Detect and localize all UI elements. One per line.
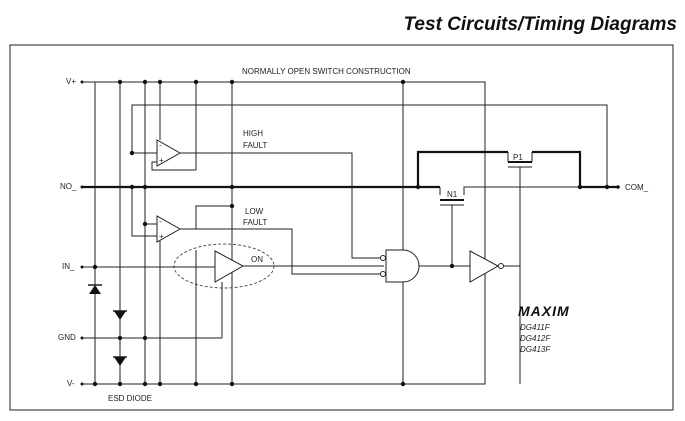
- junction-dot: [129, 184, 135, 190]
- esd-diode-label: ESD DIODE: [108, 394, 152, 403]
- high-comparator-plus-sign: +: [159, 156, 164, 165]
- junction-dot: [142, 79, 148, 85]
- junction-dot: [157, 381, 163, 387]
- part-number-1: DG411F: [520, 323, 551, 332]
- com-feedback-line: [131, 104, 608, 187]
- nand-input-bubble-bottom: [380, 271, 386, 277]
- junction-dot: [229, 381, 235, 387]
- low-label: LOW: [245, 207, 264, 216]
- part-number-3: DG413F: [520, 345, 551, 354]
- junction-dot: [604, 184, 610, 190]
- p1-channel-path: [416, 150, 508, 187]
- high-label: HIGH: [243, 129, 263, 138]
- pin-label-vminus: V-: [67, 379, 75, 388]
- junction-dot: [92, 264, 98, 270]
- pin-label-gnd: GND: [58, 333, 76, 342]
- junction-dot: [415, 184, 421, 190]
- output-inverter: [469, 250, 500, 283]
- junction-dot: [142, 221, 148, 227]
- nand-input-bubble-top: [380, 255, 386, 261]
- junction-dot: [129, 150, 135, 156]
- high-comparator-input-plus: [151, 161, 196, 171]
- esd-diode-left: [89, 285, 101, 294]
- construction-boundary: [94, 81, 486, 385]
- esd-diode-lower: [114, 357, 126, 366]
- junction-dot: [193, 381, 199, 387]
- construction-label: NORMALLY OPEN SWITCH CONSTRUCTION: [242, 67, 411, 76]
- junction-dot: [400, 381, 406, 387]
- on-buffer: [214, 250, 245, 283]
- low-comparator-input-plus: [131, 187, 157, 237]
- pin-label-no: NO_: [60, 182, 77, 191]
- pin-label-vplus: V+: [66, 77, 76, 86]
- low-fault-comparator: [156, 215, 182, 243]
- low-comparator-ref: [180, 205, 232, 230]
- high-fault-line: [180, 152, 384, 259]
- junction-dot: [577, 184, 583, 190]
- junction-dot: [142, 335, 148, 341]
- junction-dot: [142, 381, 148, 387]
- junction-dot: [92, 381, 98, 387]
- p1-channel-path-right: [532, 150, 582, 187]
- junction-dot: [117, 79, 123, 85]
- n1-channel-path-right: [463, 186, 580, 195]
- n1-label: N1: [447, 190, 458, 199]
- high-fault-label: FAULT: [243, 141, 267, 150]
- junction-dot: [229, 203, 235, 209]
- esd-diode-upper: [114, 311, 126, 320]
- junction-dot: [449, 263, 455, 269]
- com-arrow-dot: [616, 185, 620, 189]
- junction-dot: [229, 79, 235, 85]
- junction-dots: [92, 79, 610, 387]
- low-comparator-minus-sign: -: [159, 217, 162, 226]
- low-fault-line: [196, 228, 384, 275]
- inverter-output-bubble: [498, 263, 504, 269]
- low-comparator-plus-sign: +: [159, 232, 164, 241]
- high-comparator-minus-sign: -: [159, 141, 162, 150]
- pin-label-in: IN_: [62, 262, 75, 271]
- junction-dot: [142, 184, 148, 190]
- page-title: Test Circuits/Timing Diagrams: [403, 14, 677, 35]
- junction-dot: [400, 79, 406, 85]
- junction-dot: [193, 79, 199, 85]
- on-label: ON: [251, 255, 263, 264]
- outer-border: [9, 44, 674, 411]
- p1-label: P1: [513, 153, 523, 162]
- part-number-2: DG412F: [520, 334, 551, 343]
- low-fault-label: FAULT: [243, 218, 267, 227]
- pin-label-com: COM_: [625, 183, 649, 192]
- maxim-logo: MAXIM: [518, 303, 570, 319]
- junction-dot: [117, 381, 123, 387]
- junction-dot: [229, 184, 235, 190]
- junction-dot: [117, 335, 123, 341]
- junction-dot: [157, 79, 163, 85]
- nand-gate: [385, 249, 420, 283]
